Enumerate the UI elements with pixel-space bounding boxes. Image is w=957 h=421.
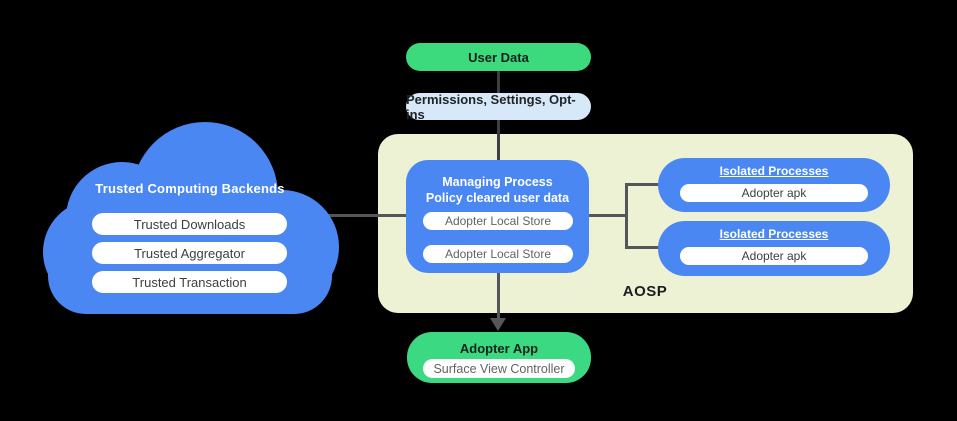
managing-process-node: Managing Process Policy cleared user dat… — [406, 160, 589, 273]
adopter-local-store-pill: Adopter Local Store — [423, 245, 573, 263]
permissions-node: Permissions, Settings, Opt-ins — [406, 91, 591, 122]
surface-view-controller-pill: Surface View Controller — [423, 359, 575, 378]
isolated-process-title: Isolated Processes — [719, 164, 829, 178]
adopter-local-store-pill: Adopter Local Store — [423, 212, 573, 230]
cloud-item-trusted-downloads: Trusted Downloads — [92, 213, 287, 235]
managing-title-line1: Managing Process — [442, 175, 553, 189]
connector-branch-to-isolated-2 — [625, 246, 660, 249]
managing-process-title: Managing Process Policy cleared user dat… — [406, 174, 589, 207]
cloud-item-trusted-aggregator: Trusted Aggregator — [92, 242, 287, 264]
isolated-process-node-1: Isolated Processes Adopter apk — [658, 158, 890, 212]
connector-branch-to-isolated-1 — [625, 183, 660, 186]
connector-managing-to-branch — [589, 214, 627, 217]
connector-managing-to-adopterapp — [497, 273, 500, 320]
arrow-down-icon — [490, 318, 506, 331]
adopter-apk-pill: Adopter apk — [680, 184, 868, 202]
isolated-process-title: Isolated Processes — [719, 227, 829, 241]
adopter-app-title: Adopter App — [459, 341, 539, 356]
adopter-apk-pill: Adopter apk — [680, 247, 868, 265]
connector-cloud-to-managing — [328, 214, 408, 217]
cloud-title: Trusted Computing Backends — [95, 181, 285, 196]
aosp-label: AOSP — [622, 283, 668, 300]
adopter-app-node: Adopter App Surface View Controller — [407, 332, 591, 383]
permissions-label: Permissions, Settings, Opt-ins — [406, 91, 576, 122]
managing-title-line2: Policy cleared user data — [425, 191, 570, 206]
user-data-label: User Data — [468, 49, 529, 65]
user-data-node: User Data — [406, 43, 591, 71]
isolated-process-node-2: Isolated Processes Adopter apk — [658, 221, 890, 276]
connector-branch-vertical — [625, 183, 628, 249]
trusted-computing-cloud: Trusted Computing Backends Trusted Downl… — [40, 112, 340, 320]
cloud-item-trusted-transaction: Trusted Transaction — [92, 271, 287, 293]
